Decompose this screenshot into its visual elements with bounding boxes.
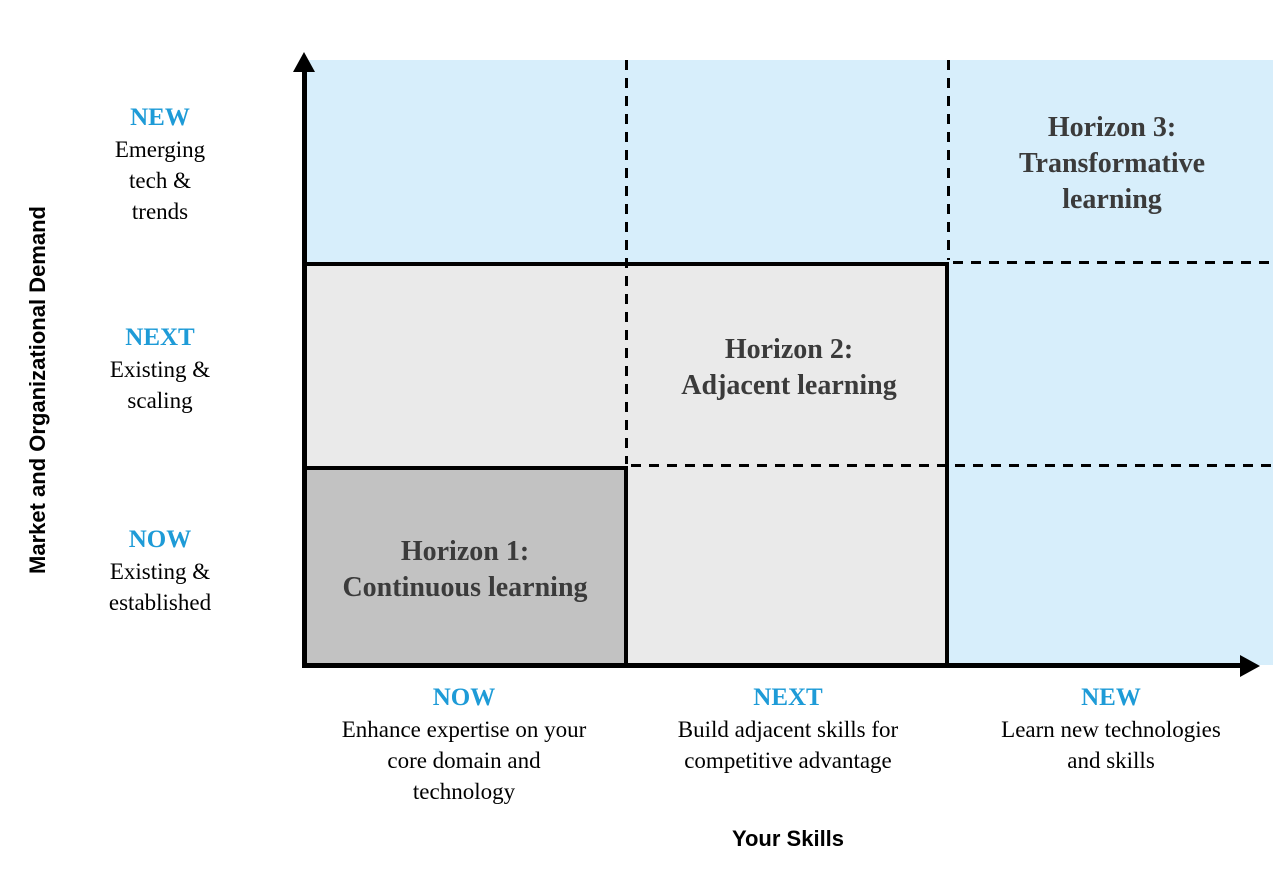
y-tick-new-label: NEW [130, 104, 190, 131]
y-tick-now-desc: Existing & established [108, 559, 212, 615]
horizon-1-label: Horizon 1: Continuous learning [342, 536, 588, 603]
y-tick-next-desc: Existing & scaling [109, 357, 211, 413]
y-tick-now: NOW Existing & established [60, 524, 260, 618]
horizon-2-label: Horizon 2: Adjacent learning [681, 334, 897, 401]
x-tick-next: NEXT Build adjacent skills for competiti… [616, 682, 960, 776]
x-axis-title: Your Skills [731, 826, 845, 851]
y-axis-title: Market and Organizational Demand [25, 206, 50, 574]
horizon-1-box [302, 466, 628, 665]
horizon-3-label: Horizon 3: Transformative learning [1018, 112, 1206, 215]
dashed-hline-horizon1-top [631, 464, 1273, 467]
x-tick-now-desc: Enhance expertise on your core domain an… [341, 717, 587, 804]
x-tick-next-label: NEXT [753, 684, 823, 711]
y-axis-line [302, 66, 307, 668]
y-tick-next: NEXT Existing & scaling [60, 322, 260, 416]
dashed-hline-horizon2-top [953, 261, 1273, 264]
y-tick-new: NEW Emerging tech & trends [60, 102, 260, 227]
y-tick-now-label: NOW [128, 526, 192, 553]
x-tick-next-desc: Build adjacent skills for competitive ad… [677, 717, 899, 773]
y-tick-new-desc: Emerging tech & trends [114, 137, 206, 224]
x-axis-arrow-icon [1240, 654, 1260, 677]
y-tick-next-label: NEXT [125, 324, 195, 351]
x-axis-line [302, 663, 1244, 668]
dashed-vline-horizon1-right [625, 60, 628, 464]
dashed-vline-horizon2-right [947, 60, 950, 260]
x-tick-now: NOW Enhance expertise on your core domai… [292, 682, 636, 807]
x-tick-new-desc: Learn new technologies and skills [1001, 717, 1221, 773]
x-tick-now-label: NOW [432, 684, 496, 711]
y-axis-arrow-icon [293, 52, 315, 72]
x-tick-new: NEW Learn new technologies and skills [939, 682, 1282, 776]
x-tick-new-label: NEW [1081, 684, 1141, 711]
